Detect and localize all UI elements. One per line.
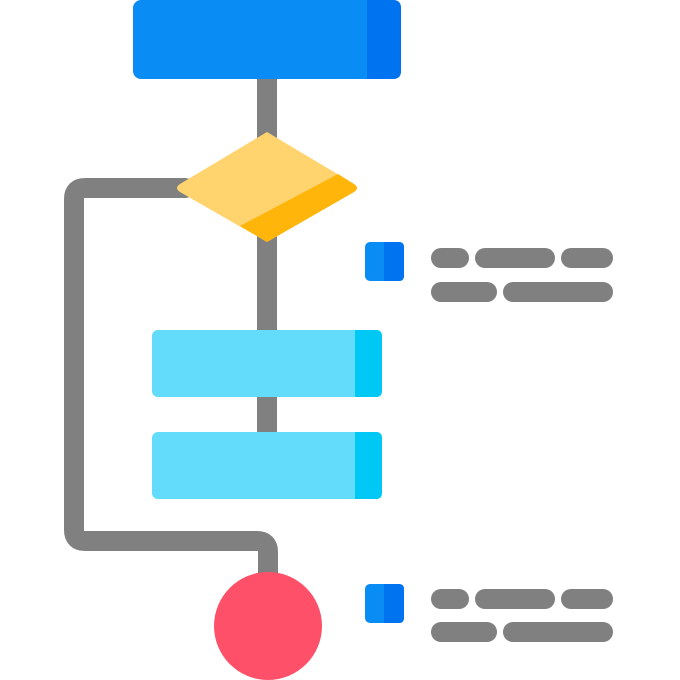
process-block-1: [152, 330, 382, 397]
process-block-2: [152, 432, 382, 499]
text-placeholder-lines: [431, 589, 613, 642]
connector-loop-to-end: [64, 178, 278, 590]
legend-item-2: [365, 584, 613, 642]
decision-diamond: [177, 132, 357, 242]
end-node: [214, 572, 322, 680]
square-bullet-icon: [365, 242, 404, 281]
square-bullet-icon: [365, 584, 404, 623]
legend-item-1: [365, 242, 613, 302]
start-block: [133, 0, 401, 79]
text-placeholder-lines: [431, 248, 613, 302]
